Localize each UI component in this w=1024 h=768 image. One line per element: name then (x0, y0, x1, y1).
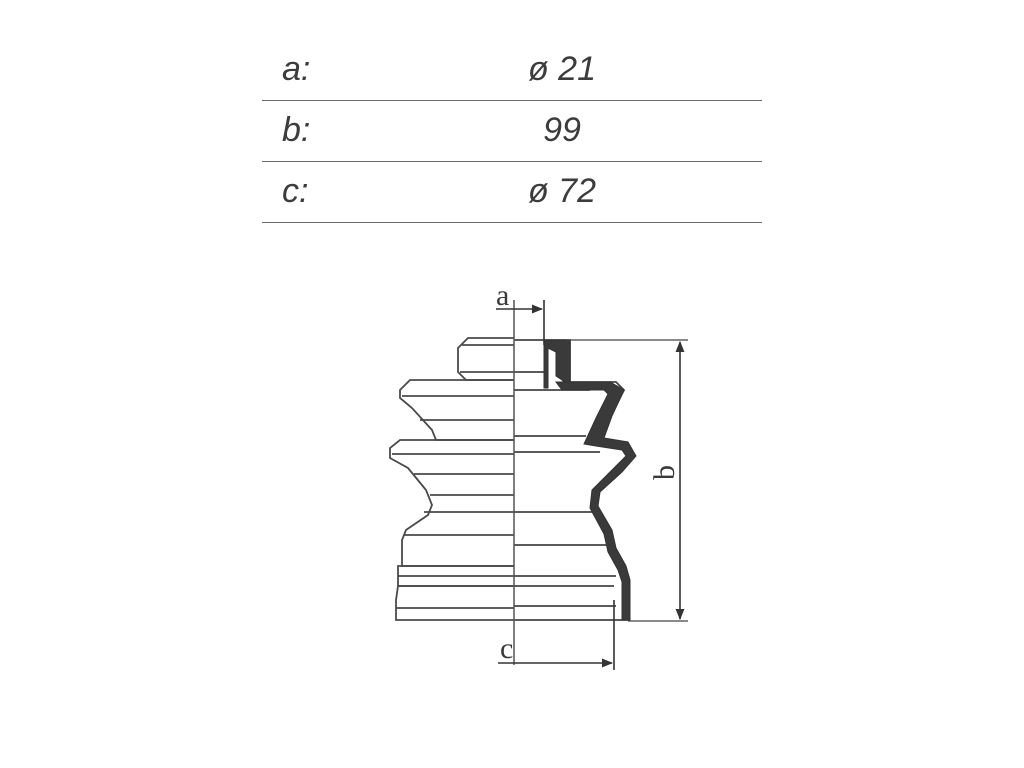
dimension-row-b: b: 99 (262, 101, 762, 162)
dimension-label: a: (282, 50, 311, 88)
dimension-c-label: c (500, 632, 513, 665)
dimension-a-label: a (496, 279, 509, 312)
dimension-value: ø 72 (527, 172, 597, 210)
dimension-a: a (496, 279, 545, 345)
dimension-label: b: (282, 111, 311, 149)
dimension-value: ø 21 (527, 50, 597, 88)
dimension-row-c: c: ø 72 (262, 162, 762, 223)
dimension-row-a: a: ø 21 (262, 40, 762, 101)
boot-external-half (389, 337, 514, 621)
dimension-table: a: ø 21 b: 99 c: ø 72 (262, 40, 762, 223)
dimension-label: c: (282, 172, 309, 210)
boot-wall-section (543, 339, 637, 621)
dimension-c: c (498, 600, 615, 670)
dimension-value: 99 (543, 111, 581, 149)
dimension-b: b (566, 339, 688, 622)
dimension-b-label: b (648, 465, 681, 480)
